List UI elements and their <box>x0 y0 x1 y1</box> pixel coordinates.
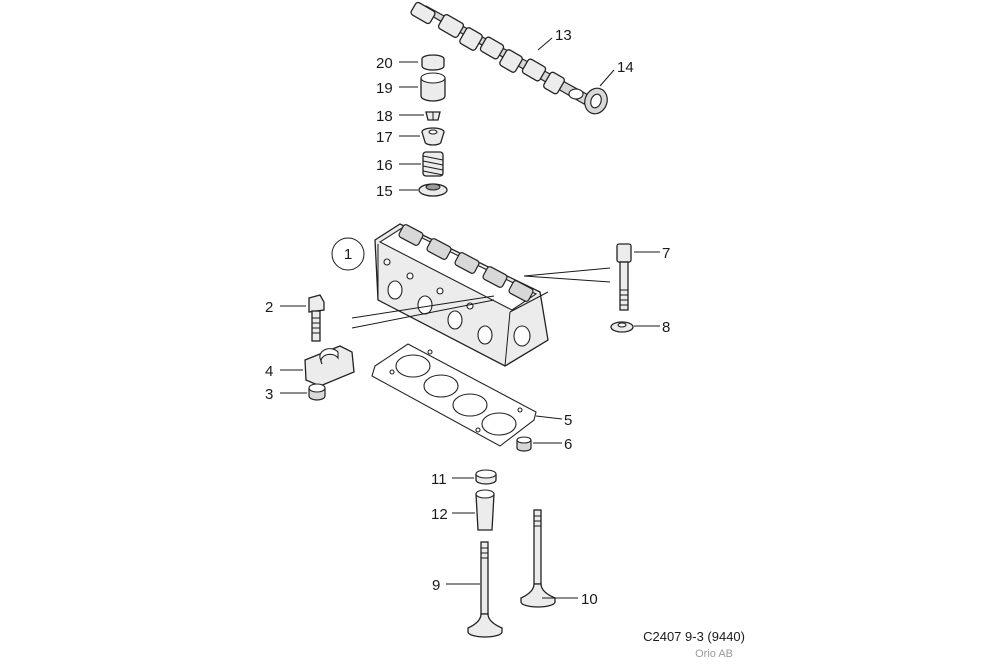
head-bolt-washer <box>610 321 634 333</box>
spring-retainer <box>421 127 445 146</box>
bearing-cap <box>304 345 355 387</box>
cylinder-head-bolt <box>616 243 632 311</box>
camshaft <box>410 1 591 105</box>
callout-18: 18 <box>376 108 393 125</box>
callout-20: 20 <box>376 55 393 72</box>
valve-tappet <box>420 72 446 102</box>
figure-caption: C2407 9-3 (9440) <box>643 629 745 644</box>
callout-3: 3 <box>265 386 273 403</box>
spring-seat <box>418 183 448 197</box>
valve-stem-seal <box>475 469 497 485</box>
callout-10: 10 <box>581 591 598 608</box>
bearing-cap-bolt <box>308 294 325 342</box>
valve-guide <box>475 489 495 531</box>
exhaust-valve <box>520 509 556 608</box>
callout-12: 12 <box>431 506 448 523</box>
callout-label: 1 <box>344 246 352 263</box>
callout-6: 6 <box>564 436 572 453</box>
callout-14: 14 <box>617 59 634 76</box>
gasket-dowel <box>516 436 532 452</box>
camshaft-seal <box>584 87 608 115</box>
callout-2: 2 <box>265 299 273 316</box>
cylinder-head <box>374 223 549 367</box>
dowel-sleeve <box>308 383 326 401</box>
intake-valve <box>467 541 503 638</box>
callout-4: 4 <box>265 363 273 380</box>
callout-19: 19 <box>376 80 393 97</box>
copyright-note: Orio AB <box>695 648 733 660</box>
callout-5: 5 <box>564 412 572 429</box>
callout-9: 9 <box>432 577 440 594</box>
valve-spring <box>422 151 444 177</box>
head-gasket <box>371 343 537 447</box>
callout-17: 17 <box>376 129 393 146</box>
valve-shim <box>421 54 445 71</box>
callout-15: 15 <box>376 183 393 200</box>
callout-16: 16 <box>376 157 393 174</box>
callout-13: 13 <box>555 27 572 44</box>
callout-11: 11 <box>431 471 447 488</box>
leader-lines <box>280 37 660 599</box>
callout-1: 1 <box>331 237 365 271</box>
valve-collets <box>425 111 441 121</box>
callout-8: 8 <box>662 319 670 336</box>
callout-7: 7 <box>662 245 670 262</box>
